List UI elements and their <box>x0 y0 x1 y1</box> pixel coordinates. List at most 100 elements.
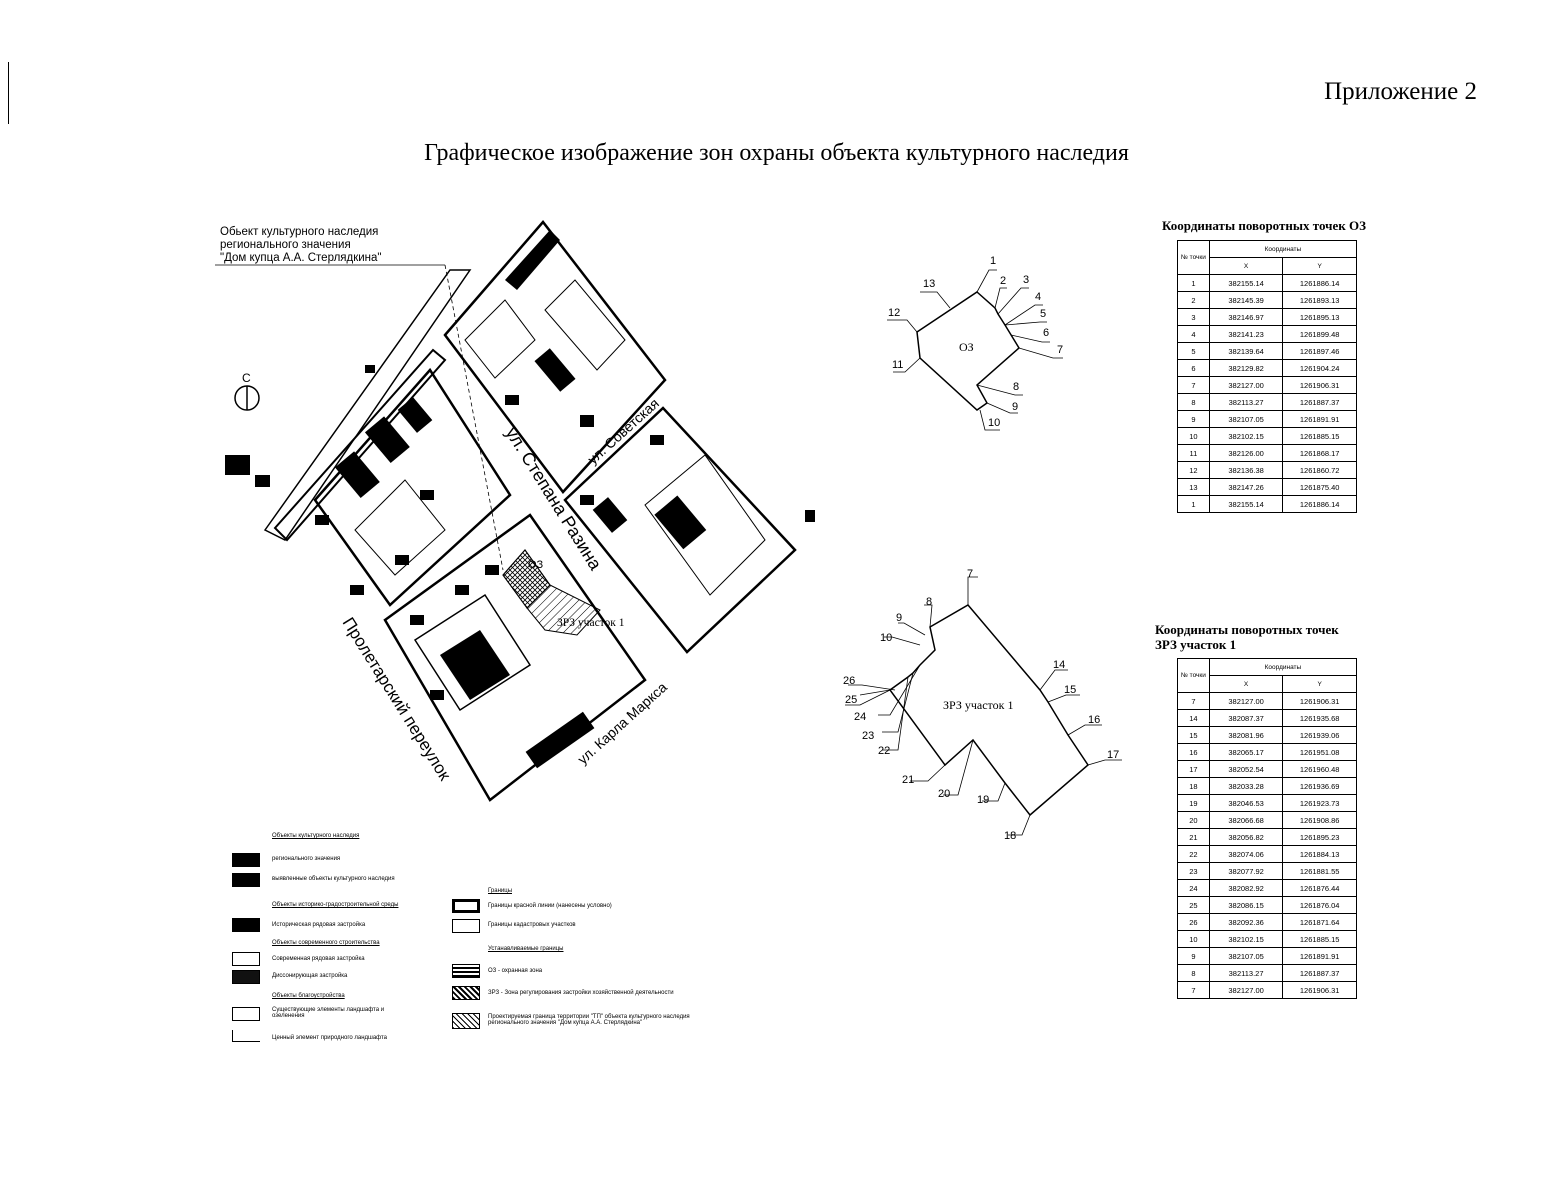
cell-no: 3 <box>1177 308 1210 326</box>
zrz-pt: 22 <box>878 745 890 757</box>
col-coords: Координаты <box>1208 658 1358 676</box>
legend-landscape-1: Существующие элементы ландшафта и озелен… <box>272 1007 385 1019</box>
cell-y: 1261906.31 <box>1282 376 1357 394</box>
table-zrz-title-2: ЗРЗ участок 1 <box>1155 637 1237 652</box>
legend-oz-zone: ОЗ - охранная зона <box>488 968 543 974</box>
zrz-pt: 7 <box>967 568 973 580</box>
cell-x: 382127.00 <box>1208 692 1284 710</box>
cell-y: 1261876.44 <box>1282 879 1357 897</box>
cell-x: 382146.97 <box>1208 308 1284 326</box>
legend-swatch-landscape-1 <box>232 1007 260 1021</box>
col-y: Y <box>1282 675 1357 693</box>
zrz-zone-map <box>526 584 601 636</box>
cell-y: 1261923.73 <box>1282 794 1357 812</box>
cell-x: 382136.38 <box>1208 461 1284 479</box>
cell-y: 1261875.40 <box>1282 478 1357 496</box>
oz-pt: 10 <box>988 417 1000 429</box>
cell-y: 1261887.37 <box>1282 393 1357 411</box>
cell-y: 1261887.37 <box>1282 964 1357 982</box>
cell-no: 19 <box>1177 794 1210 812</box>
legend-zrz-zone: ЗРЗ - Зона регулирования застройки хозяй… <box>488 990 674 996</box>
zrz-pt: 8 <box>926 596 932 608</box>
legend-dissonant: Диссонирующая застройка <box>272 973 348 979</box>
cell-no: 6 <box>1177 359 1210 377</box>
cell-no: 7 <box>1177 692 1210 710</box>
cell-no: 2 <box>1177 291 1210 309</box>
cell-x: 382139.64 <box>1208 342 1284 360</box>
cell-x: 382155.14 <box>1208 274 1284 292</box>
cell-x: 382145.39 <box>1208 291 1284 309</box>
cell-y: 1261871.64 <box>1282 913 1357 931</box>
oz-pt: 12 <box>888 307 900 319</box>
cell-y: 1261886.14 <box>1282 495 1357 513</box>
col-coords: Координаты <box>1208 240 1358 258</box>
oz-pt: 4 <box>1035 291 1041 303</box>
cell-no: 7 <box>1177 376 1210 394</box>
page-title: Графическое изображение зон охраны объек… <box>424 140 1129 166</box>
cell-no: 10 <box>1177 930 1210 948</box>
legend-swatch-red-line <box>452 899 480 913</box>
cell-x: 382065.17 <box>1208 743 1284 761</box>
legend-modern-head: Объекты современного строительства <box>272 940 380 946</box>
appendix-label: Приложение 2 <box>1324 78 1477 105</box>
road-strip <box>263 269 472 541</box>
zrz-pt: 14 <box>1053 659 1065 671</box>
red-line-block <box>273 348 447 542</box>
legend-territory: Проектируемая граница территории "ТП" об… <box>488 1014 690 1026</box>
cell-x: 382147.26 <box>1208 478 1284 496</box>
cell-y: 1261884.13 <box>1282 845 1357 863</box>
cell-no: 10 <box>1177 427 1210 445</box>
zrz-pt: 23 <box>862 730 874 742</box>
cell-y: 1261885.15 <box>1282 930 1357 948</box>
cell-no: 20 <box>1177 811 1210 829</box>
cell-y: 1261939.06 <box>1282 726 1357 744</box>
cell-y: 1261886.14 <box>1282 274 1357 292</box>
cell-y: 1261908.86 <box>1282 811 1357 829</box>
object-label-2: регионального значения <box>220 239 351 251</box>
zrz-pt: 21 <box>902 774 914 786</box>
cell-x: 382033.28 <box>1208 777 1284 795</box>
cell-no: 5 <box>1177 342 1210 360</box>
cell-x: 382113.27 <box>1208 393 1284 411</box>
cell-x: 382102.15 <box>1208 930 1284 948</box>
cell-no: 4 <box>1177 325 1210 343</box>
cell-y: 1261904.24 <box>1282 359 1357 377</box>
legend-landscape-head: Объекты благоустройства <box>272 993 345 999</box>
col-x: X <box>1208 675 1284 693</box>
legend-borders-head: Границы <box>488 888 512 894</box>
cell-no: 23 <box>1177 862 1210 880</box>
cell-no: 16 <box>1177 743 1210 761</box>
oz-pt: 11 <box>892 359 903 371</box>
cell-y: 1261960.48 <box>1282 760 1357 778</box>
map-oz-label: ОЗ <box>528 559 544 571</box>
cell-x: 382056.82 <box>1208 828 1284 846</box>
oz-diagram-label: ОЗ <box>959 340 974 354</box>
cell-x: 382087.37 <box>1208 709 1284 727</box>
zrz-contour-diagram: 7 8 9 10 14 15 16 17 18 19 20 21 22 23 2… <box>843 568 1122 842</box>
cell-no: 21 <box>1177 828 1210 846</box>
cell-x: 382141.23 <box>1208 325 1284 343</box>
object-label-1: Обьект культурного наследия <box>220 226 378 238</box>
cell-y: 1261935.68 <box>1282 709 1357 727</box>
cell-no: 9 <box>1177 947 1210 965</box>
col-x: X <box>1208 257 1284 275</box>
zrz-pt: 18 <box>1004 830 1016 842</box>
zrz-pt: 26 <box>843 675 855 687</box>
cell-no: 9 <box>1177 410 1210 428</box>
legend-modern-row: Современная рядовая застройка <box>272 956 365 962</box>
cell-x: 382113.27 <box>1208 964 1284 982</box>
